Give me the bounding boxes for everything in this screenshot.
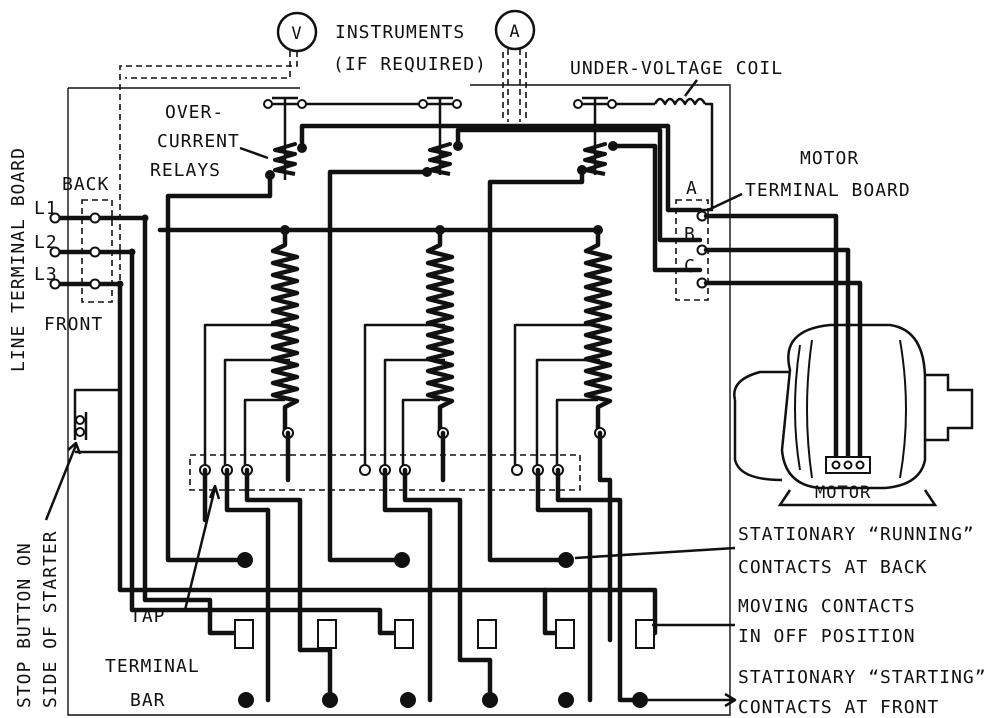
taps-grid-2 <box>363 323 445 465</box>
stop-button-arrow <box>44 441 82 521</box>
running-contacts <box>237 552 574 568</box>
relays-arrow <box>239 146 269 160</box>
voltmeter-leads <box>119 51 298 440</box>
phase3-from-relay <box>487 167 585 563</box>
moving-contacts-label: MOVING CONTACTS <box>738 596 916 617</box>
stationary-running-label: STATIONARY “RUNNING” <box>738 524 975 545</box>
starting-wiring-2 <box>382 467 493 703</box>
back-label: BACK <box>62 174 109 195</box>
under-voltage-arrow <box>684 79 698 97</box>
instruments-label: INSTRUMENTS <box>335 22 465 43</box>
voltmeter-label: V <box>291 24 302 44</box>
motor-drawing <box>733 323 974 507</box>
over-label: OVER- <box>165 102 224 123</box>
motor-term-c-label: C <box>684 256 696 277</box>
l1-feed <box>52 215 238 636</box>
starting-contacts-arrow <box>648 692 737 708</box>
stop-button <box>73 388 122 454</box>
current-label: CURRENT <box>157 131 240 152</box>
l3-continue <box>542 587 658 636</box>
phase1-from-relay <box>165 172 273 563</box>
l2-label: L2 <box>34 232 58 253</box>
motor-terminal-board <box>675 199 709 301</box>
l3-label: L3 <box>34 264 58 285</box>
tap-label: TAP <box>130 606 166 627</box>
taps-grid-3 <box>513 323 600 465</box>
motor-terminal-arrow <box>707 192 743 212</box>
l3-feed <box>52 281 563 636</box>
tap-terminal-bar <box>189 427 606 491</box>
overcurrent-relay-1 <box>265 142 307 180</box>
motor-leads <box>703 213 863 465</box>
in-off-position-label: IN OFF POSITION <box>738 626 916 647</box>
ammeter: A <box>494 9 536 51</box>
voltmeter: V <box>276 11 318 53</box>
line-terminal-board <box>49 199 149 303</box>
tap-bar-arrow <box>183 484 221 611</box>
main-wiring-2 <box>455 127 703 243</box>
phase2-from-relay <box>327 169 430 563</box>
l2-feed <box>52 249 398 636</box>
main-wiring-top <box>299 123 703 213</box>
stationary-starting-label: STATIONARY “STARTING” <box>738 667 987 688</box>
line-terminal-board-label: LINE TERMINAL BOARD <box>8 147 29 372</box>
terminal-label: TERMINAL <box>105 656 200 677</box>
ammeter-leads <box>507 49 521 122</box>
resistor-end-wiring <box>285 430 613 643</box>
relay-contacts-top <box>263 96 617 180</box>
starting-wiring-3 <box>535 467 643 703</box>
starting-wiring-1 <box>202 467 333 703</box>
motor-term-a-label: A <box>686 178 698 199</box>
running-contacts-arrow <box>574 546 736 560</box>
relays-label: RELAYS <box>150 160 221 181</box>
motor-term-b-label: B <box>684 224 696 245</box>
ammeter-label: A <box>509 22 520 42</box>
bar-label: BAR <box>130 690 166 711</box>
contacts-at-front-label: CONTACTS AT FRONT <box>738 697 939 718</box>
starting-contacts <box>238 692 648 708</box>
under-voltage-coil-lead <box>615 102 714 212</box>
side-of-starter-label: SIDE OF STARTER <box>40 530 61 708</box>
terminal-board-label: TERMINAL BOARD <box>745 180 911 201</box>
main-wiring-3 <box>610 143 703 273</box>
front-label: FRONT <box>44 314 103 335</box>
l1-label: L1 <box>34 198 58 219</box>
motor-label: MOTOR <box>800 148 859 169</box>
ammeter-leads-2 <box>502 52 527 120</box>
overcurrent-relay-2 <box>422 141 463 177</box>
taps-grid-1 <box>203 323 290 465</box>
moving-contacts <box>234 619 655 649</box>
contacts-at-back-label: CONTACTS AT BACK <box>738 557 927 578</box>
under-voltage-coil <box>653 97 707 106</box>
under-voltage-coil-label: UNDER-VOLTAGE COIL <box>570 58 783 79</box>
if-required-label: (IF REQUIRED) <box>333 54 487 75</box>
enclosure-frame <box>67 84 731 716</box>
motor-body-label: MOTOR <box>815 483 871 503</box>
stop-button-on-label: STOP BUTTON ON <box>14 542 35 708</box>
